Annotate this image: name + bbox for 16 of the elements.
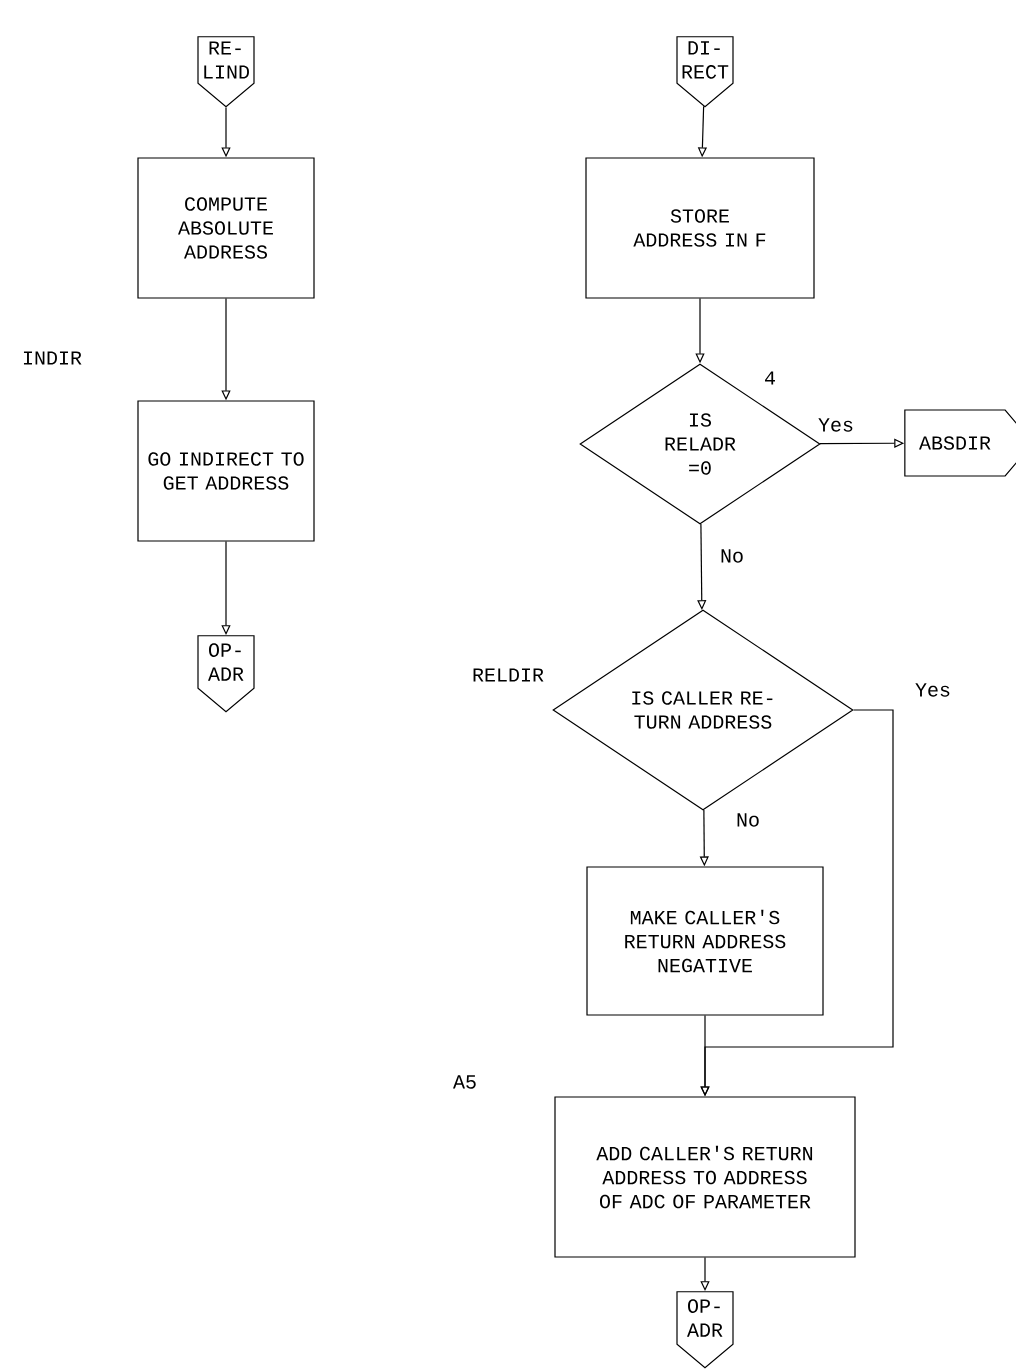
process-box: COMPUTE ABSOLUTE ADDRESS <box>137 157 315 299</box>
offpage-connector: OP- ADR <box>197 635 255 713</box>
process-box: ADD CALLER'S RETURN ADDRESS TO ADDRESS OF ADC OF PARAMETER <box>554 1096 856 1258</box>
edge-label: Yes <box>914 682 952 698</box>
process-box: MAKE CALLER'S RETURN ADDRESS NEGATIVE <box>586 866 824 1016</box>
process-box: GO INDIRECT TO GET ADDRESS <box>137 400 315 542</box>
offpage-connector: DI- RECT <box>676 36 734 108</box>
side-label: 4 <box>765 371 775 385</box>
process-box: STORE ADDRESS IN F <box>585 157 815 299</box>
side-label: A5 <box>453 1075 476 1089</box>
edge-label: No <box>719 548 745 564</box>
edge-label: No <box>735 812 761 828</box>
offpage-connector: RE- LIND <box>197 36 255 108</box>
offpage-connector: OP- ADR <box>676 1291 734 1369</box>
offpage-connector: ABSDIR <box>904 409 1016 477</box>
side-label: INDIR <box>23 351 82 365</box>
